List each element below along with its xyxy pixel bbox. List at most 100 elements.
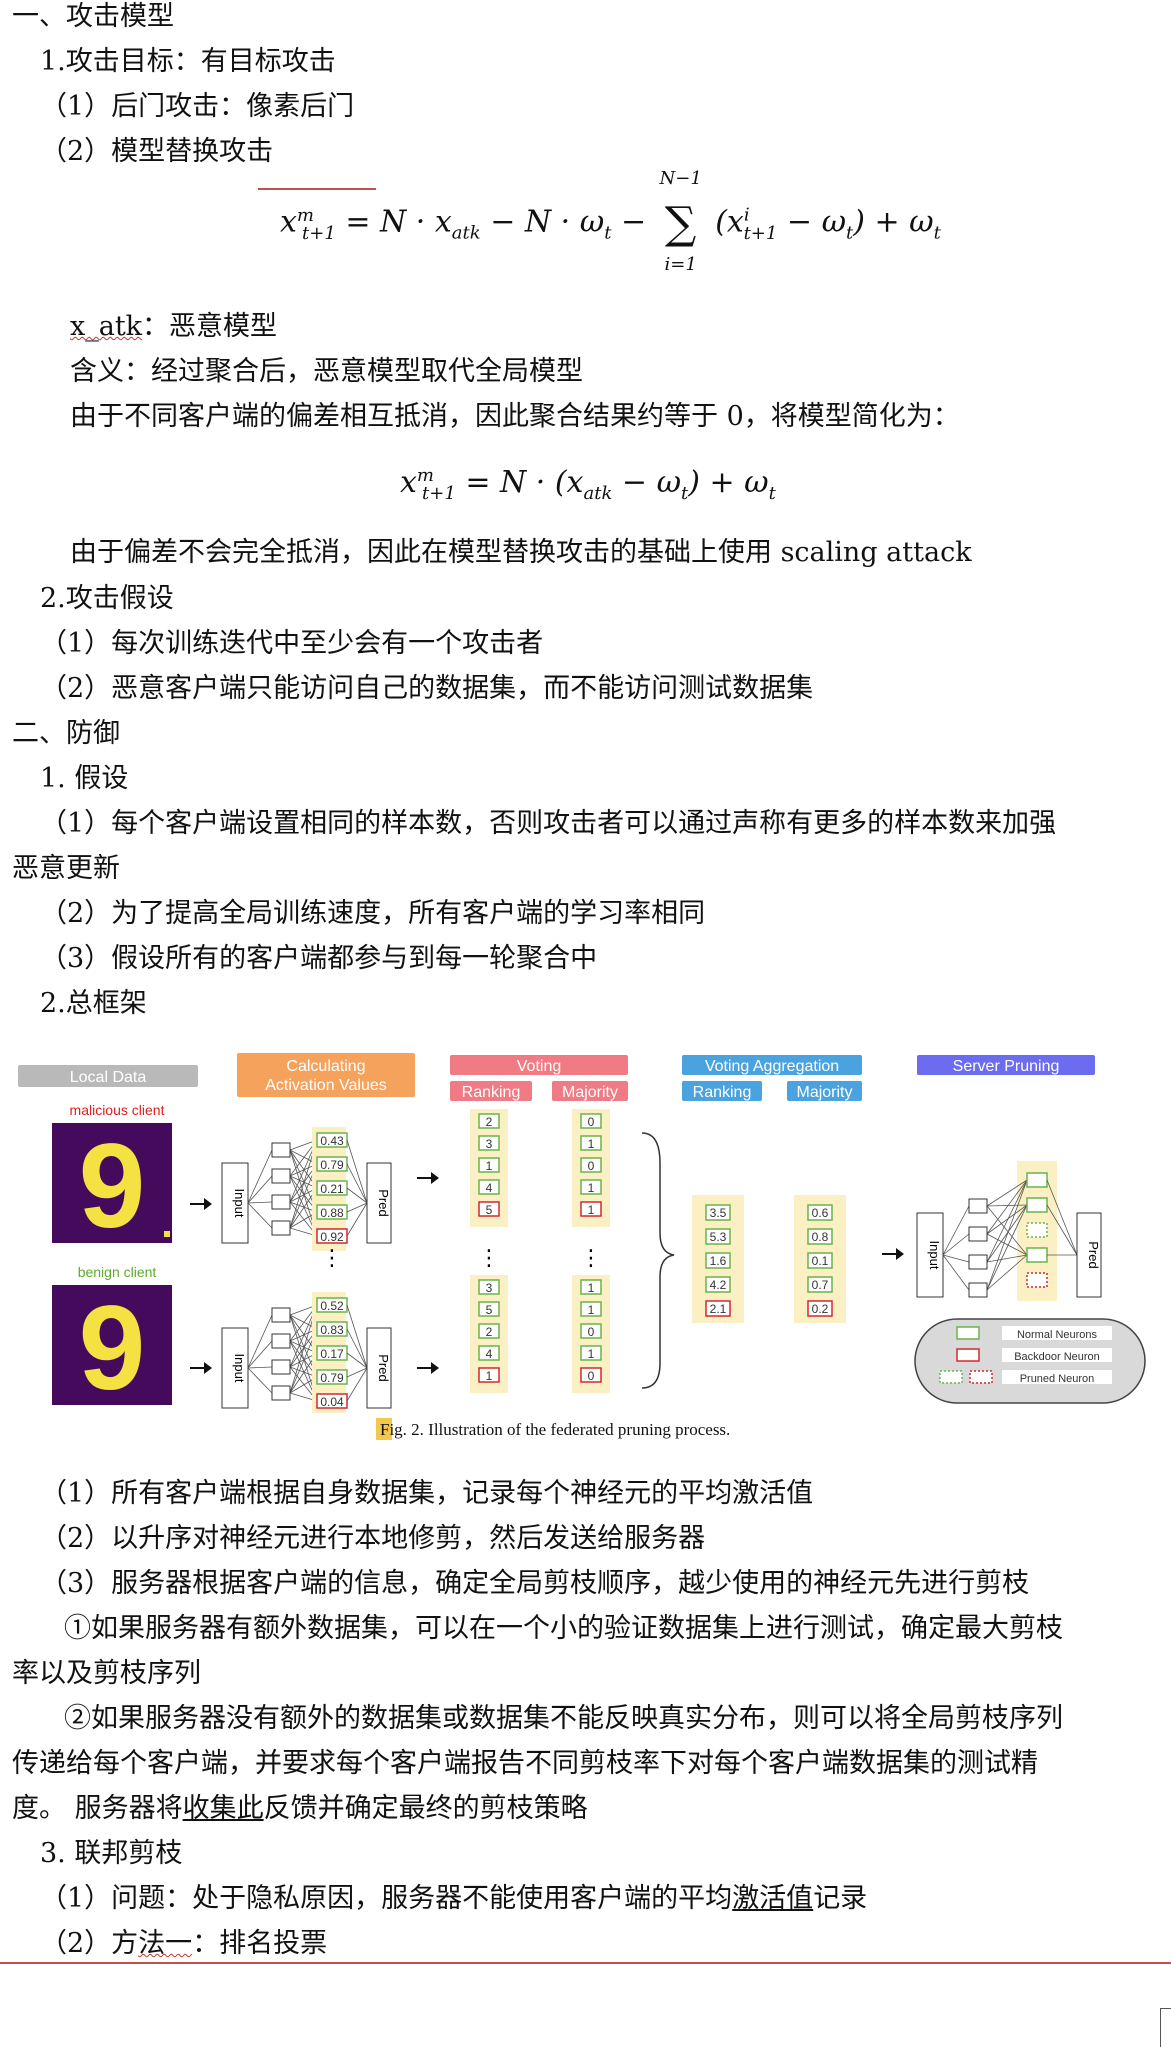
benign-digit-image-digit: 9 (79, 1281, 146, 1413)
server-output-neuron (1026, 1272, 1048, 1288)
server-edge (986, 1254, 1028, 1263)
agg-majority-cell (807, 1276, 833, 1293)
legend-label: Pruned Neuron (1020, 1373, 1095, 1385)
server-edge (986, 1204, 1028, 1235)
malicious-client-label: malicious client (70, 1102, 165, 1118)
benign-majority-value: 0 (588, 1369, 595, 1383)
text-line: （1）后门攻击：像素后门 (40, 91, 355, 122)
benign-net-edge (346, 1367, 368, 1378)
server-edge (986, 1204, 1028, 1207)
malicious-net-edge (247, 1201, 273, 1204)
page-corner-mark (1160, 2008, 1171, 2047)
text-line: 二、防御 (12, 718, 120, 749)
text-line: ②如果服务器没有额外的数据集或数据集不能反映真实分布，则可以将全局剪枝序列 (64, 1703, 1063, 1734)
server-pred-box (1076, 1212, 1102, 1298)
benign-ranking-value: 3 (486, 1281, 493, 1295)
agg-majority-cell (807, 1252, 833, 1269)
benign-net-edge (346, 1352, 368, 1369)
header-voting-ranking-label: Ranking (462, 1084, 521, 1101)
agg-majority-value: 0.6 (812, 1206, 829, 1220)
benign-net-activation-value: 0.79 (320, 1371, 344, 1385)
agg-ranking-cell (705, 1300, 731, 1317)
arrow-malicious-1 (190, 1198, 212, 1210)
ellipsis: ⋮ (478, 1245, 500, 1270)
agg-ranking-value: 2.1 (710, 1302, 727, 1316)
header-local-data (18, 1065, 198, 1087)
malicious-ranking-value: 2 (486, 1115, 493, 1129)
benign-ranking-value: 2 (486, 1325, 493, 1339)
header-voting-label: Voting (517, 1058, 561, 1075)
page-bottom-rule (0, 1962, 1171, 1964)
malicious-net-pred-box (366, 1162, 392, 1244)
malicious-net-edge (346, 1202, 368, 1237)
formula-simplified: xmt+1 = N · (xatk − ωt) + ωt (400, 465, 776, 504)
header-calc-line2: Activation Values (265, 1077, 387, 1094)
malicious-net-edge (346, 1139, 368, 1204)
malicious-digit-image-pixel-trigger (164, 1231, 170, 1237)
benign-majority-cell (580, 1345, 602, 1361)
benign-digit-image (52, 1285, 172, 1405)
header-server-pruning-label: Server Pruning (953, 1058, 1060, 1075)
benign-net-activation-value: 0.04 (320, 1395, 344, 1409)
malicious-net-edge (247, 1202, 273, 1229)
malicious-digit-image (52, 1123, 172, 1243)
text-line: 含义：经过聚合后，恶意模型取代全局模型 (70, 356, 583, 387)
agg-majority-cell (807, 1300, 833, 1317)
text-line: 2.总框架 (40, 988, 147, 1019)
malicious-majority-cell (580, 1157, 602, 1173)
server-edge (986, 1204, 1028, 1263)
server-edge (942, 1205, 970, 1256)
header-voting-aggregation (682, 1055, 862, 1075)
malicious-majority-cell (580, 1201, 602, 1217)
malicious-net-input-label: Input (232, 1189, 247, 1218)
text-line: 传递给每个客户端，并要求每个客户端报告不同剪枝率下对每个客户端数据集的测试精 (12, 1748, 1038, 1779)
malicious-majority-value: 0 (588, 1115, 595, 1129)
benign-net-edge (346, 1328, 368, 1369)
legend-label: Normal Neurons (1017, 1329, 1098, 1341)
agg-ranking-cell (705, 1276, 731, 1293)
legend-label-bg (1002, 1348, 1112, 1362)
legend-label-bg (1002, 1326, 1112, 1340)
server-edge (986, 1179, 1028, 1235)
server-edge (1046, 1179, 1078, 1256)
malicious-majority-cell (580, 1135, 602, 1151)
header-voting (450, 1055, 628, 1075)
agg-ranking-cell (705, 1204, 731, 1221)
aggregation-brace (641, 1132, 675, 1389)
server-edge (986, 1233, 1028, 1256)
agg-ranking-value: 1.6 (710, 1254, 727, 1268)
malicious-majority-cell (580, 1179, 602, 1195)
benign-majority-cell (580, 1279, 602, 1295)
benign-net-hidden-neuron (271, 1359, 291, 1375)
benign-ranking-value: 1 (486, 1369, 493, 1383)
text-line: （1）所有客户端根据自身数据集，记录每个神经元的平均激活值 (40, 1478, 814, 1509)
malicious-majority-cell (580, 1113, 602, 1129)
agg-ranking-cell (705, 1228, 731, 1245)
server-input-label: Input (927, 1241, 942, 1270)
malicious-net-activation-value: 0.92 (320, 1230, 344, 1244)
agg-majority-value: 0.1 (812, 1254, 829, 1268)
server-output-neuron (1026, 1222, 1048, 1238)
malicious-ranking-cell (478, 1179, 500, 1195)
arrow-malicious-2 (417, 1172, 439, 1184)
benign-net-edge (346, 1367, 368, 1402)
server-edge (942, 1254, 970, 1263)
legend-swatch (956, 1348, 980, 1362)
malicious-net-hidden-neuron (271, 1142, 291, 1158)
agg-majority-value: 0.7 (812, 1278, 829, 1292)
text-line: （1）每次训练迭代中至少会有一个攻击者 (40, 628, 544, 659)
agg-ranking-value: 3.5 (710, 1206, 727, 1220)
agg-majority-cell (807, 1204, 833, 1221)
benign-majority-value: 1 (588, 1303, 595, 1317)
server-edge (986, 1179, 1028, 1207)
benign-ranking-cell (478, 1279, 500, 1295)
text-line: （3）假设所有的客户端都参与到每一轮聚合中 (40, 943, 598, 974)
header-calc (237, 1053, 415, 1097)
text-line: （2）以升序对神经元进行本地修剪，然后发送给服务器 (40, 1523, 706, 1554)
malicious-ranking-value: 4 (486, 1181, 493, 1195)
ellipsis: ⋮ (580, 1245, 602, 1270)
benign-ranking-cell (478, 1323, 500, 1339)
benign-majority-cell (580, 1367, 602, 1383)
server-hidden-neuron (968, 1282, 988, 1298)
agg-ranking-value: 4.2 (710, 1278, 727, 1292)
